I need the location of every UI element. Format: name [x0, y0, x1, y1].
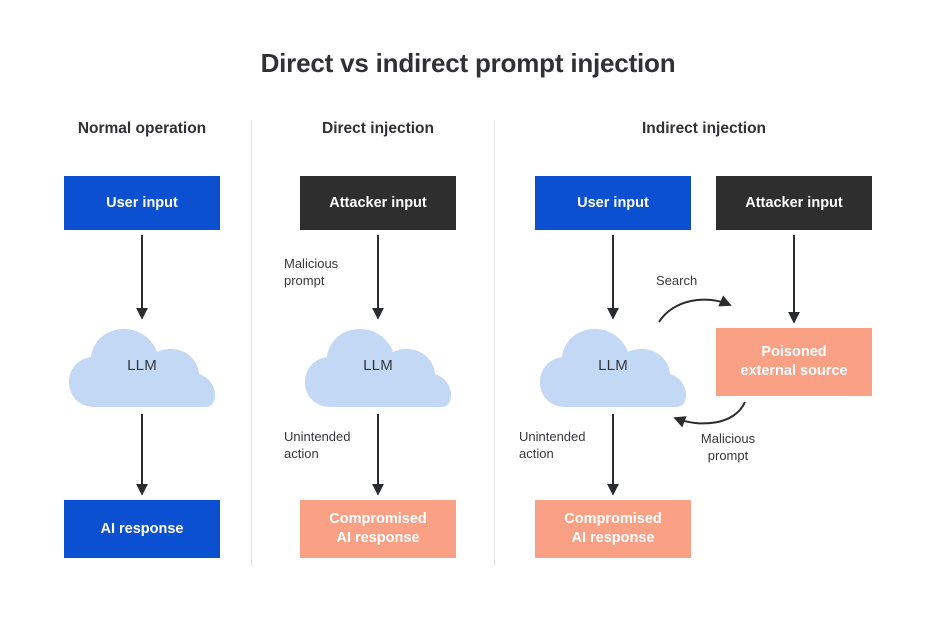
edge-label-search: Search [656, 272, 736, 289]
column-heading-indirect-injection: Indirect injection [641, 120, 766, 137]
node-label-line: AI response [571, 530, 655, 546]
column-divider [494, 120, 495, 566]
edge-label-line: Malicious [284, 256, 339, 271]
column-heading-normal-operation: Normal operation [77, 120, 207, 137]
column-heading-direct-injection: Direct injection [322, 120, 434, 137]
column-divider [251, 120, 252, 566]
node-label-line: Poisoned [761, 344, 827, 360]
edge-label-line: prompt [284, 273, 325, 288]
edge-label-malicious-prompt: Malicious prompt [682, 430, 774, 464]
node-ai-response: AI response [64, 500, 220, 558]
node-label-line: Compromised [329, 511, 427, 527]
node-poisoned-external-source: Poisoned external source [716, 328, 872, 396]
node-llm-label: LLM [127, 357, 157, 374]
edge-label-unintended-action: Unintended action [284, 428, 368, 462]
edge-label-line: Search [656, 273, 698, 288]
node-attacker-input: Attacker input [300, 176, 456, 230]
node-llm-label: LLM [598, 357, 628, 374]
node-user-input: User input [64, 176, 220, 230]
edge-label-line: action [284, 446, 319, 461]
node-llm-label: LLM [363, 357, 393, 374]
node-llm-cloud: LLM [538, 327, 688, 409]
node-attacker-input: Attacker input [716, 176, 872, 230]
edge-label-line: prompt [707, 448, 749, 463]
node-llm-cloud: LLM [67, 327, 217, 409]
node-label-line: AI response [336, 530, 420, 546]
node-label-line: Compromised [564, 511, 662, 527]
node-compromised-ai-response: Compromised AI response [535, 500, 691, 558]
edge-label-line: Unintended [519, 429, 586, 444]
node-llm-cloud: LLM [303, 327, 453, 409]
node-compromised-ai-response: Compromised AI response [300, 500, 456, 558]
page-title: Direct vs indirect prompt injection [260, 48, 676, 78]
edge-label-line: action [519, 446, 554, 461]
edge-label-line: Malicious [700, 431, 756, 446]
edge-label-malicious-prompt: Malicious prompt [284, 255, 368, 289]
node-user-input: User input [535, 176, 691, 230]
edge-label-unintended-action: Unintended action [519, 428, 603, 462]
edge-label-line: Unintended [284, 429, 351, 444]
node-label-line: external source [740, 363, 848, 379]
